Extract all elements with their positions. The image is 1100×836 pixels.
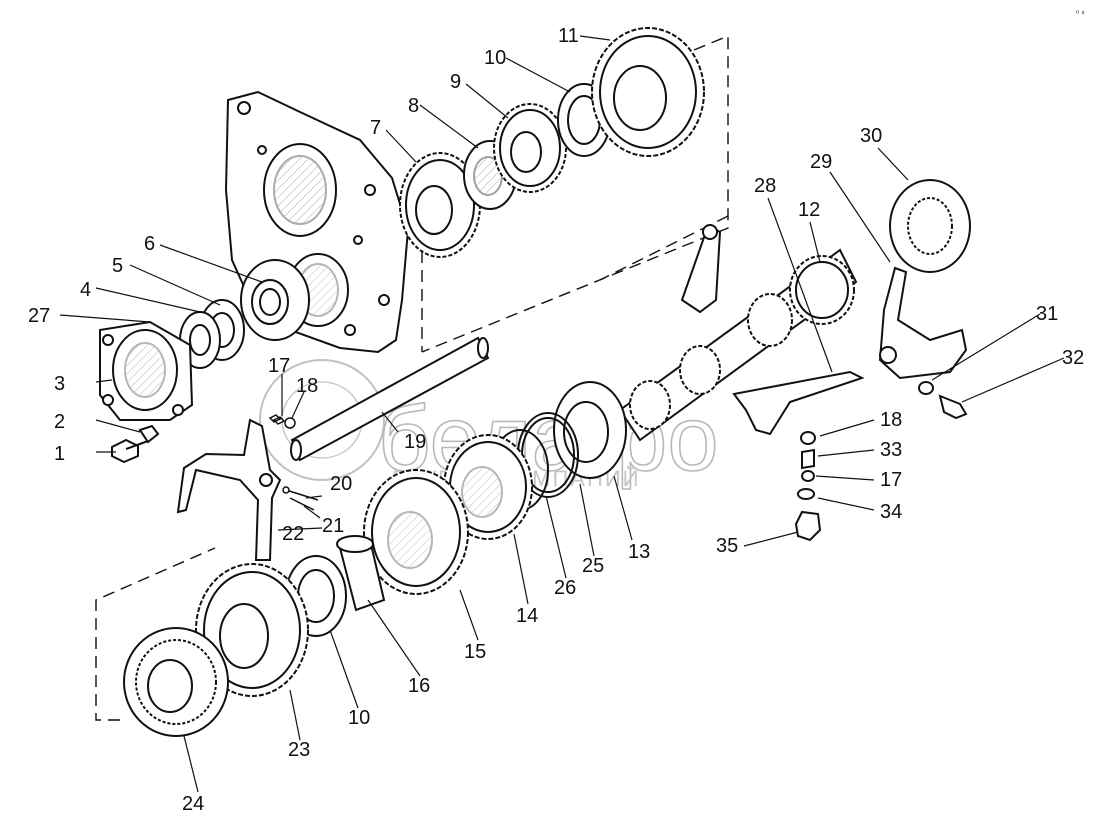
gear-15 <box>363 469 469 595</box>
gear-7 <box>399 152 481 258</box>
callout-26: 26 <box>554 577 576 599</box>
callout-17-left: 17 <box>268 355 290 377</box>
callout-11: 11 <box>558 25 579 47</box>
callout-5: 5 <box>112 255 123 277</box>
cover-3 <box>99 320 194 421</box>
sleeve-16 <box>336 535 386 612</box>
gear-11 <box>591 27 705 157</box>
callout-10-bottom: 10 <box>348 707 370 729</box>
callout-28: 28 <box>754 175 776 197</box>
coupling-30 <box>889 179 971 273</box>
callout-14: 14 <box>516 605 538 627</box>
shift-lever-28 <box>680 224 865 436</box>
callout-27: 27 <box>28 305 50 327</box>
callout-31: 31 <box>1036 303 1058 325</box>
main-shaft-12 <box>618 248 858 442</box>
callout-15: 15 <box>464 641 486 663</box>
corner-mark: ⁰ ⁸ <box>1076 9 1085 18</box>
callout-10-top: 10 <box>484 47 506 69</box>
callout-35: 35 <box>716 535 738 557</box>
callout-29: 29 <box>810 151 832 173</box>
leader-lines <box>59 35 1065 793</box>
callout-1: 1 <box>54 443 65 465</box>
washer-31-bolt-32 <box>918 381 968 420</box>
callout-22: 22 <box>282 523 304 545</box>
callout-21: 21 <box>322 515 344 537</box>
callout-17-right: 17 <box>880 469 902 491</box>
callout-labels: 1 2 3 4 5 6 7 8 9 10 10 11 12 13 14 15 1… <box>28 25 1084 815</box>
callout-2: 2 <box>54 411 65 433</box>
callout-3: 3 <box>54 373 65 395</box>
shift-fork-29 <box>878 266 968 380</box>
shaft-19 <box>290 336 490 462</box>
detent-stack-right <box>794 431 822 542</box>
callout-20: 20 <box>330 473 352 495</box>
callout-30: 30 <box>860 125 882 147</box>
callout-18-left: 18 <box>296 375 318 397</box>
callout-4: 4 <box>80 279 91 301</box>
callout-25: 25 <box>582 555 604 577</box>
bearing-6 <box>240 259 310 341</box>
callout-33: 33 <box>880 439 902 461</box>
callout-13: 13 <box>628 541 650 563</box>
bolt-1-washer-2 <box>111 424 160 464</box>
callout-7: 7 <box>370 117 381 139</box>
callout-32: 32 <box>1062 347 1084 369</box>
callout-34: 34 <box>880 501 902 523</box>
callout-19: 19 <box>404 431 426 453</box>
callout-9: 9 <box>450 71 461 93</box>
callout-18-right: 18 <box>880 409 902 431</box>
pins-20-21 <box>282 486 319 511</box>
callout-16: 16 <box>408 675 430 697</box>
shift-fork-22 <box>176 418 282 561</box>
callout-6: 6 <box>144 233 155 255</box>
callout-12: 12 <box>798 199 820 221</box>
spring-17-ball-18-left <box>268 414 296 429</box>
callout-24: 24 <box>182 793 204 815</box>
callout-23: 23 <box>288 739 310 761</box>
coupling-24 <box>123 627 229 737</box>
gear-9 <box>493 103 567 193</box>
callout-8: 8 <box>408 95 419 117</box>
bearing-13 <box>553 381 627 479</box>
